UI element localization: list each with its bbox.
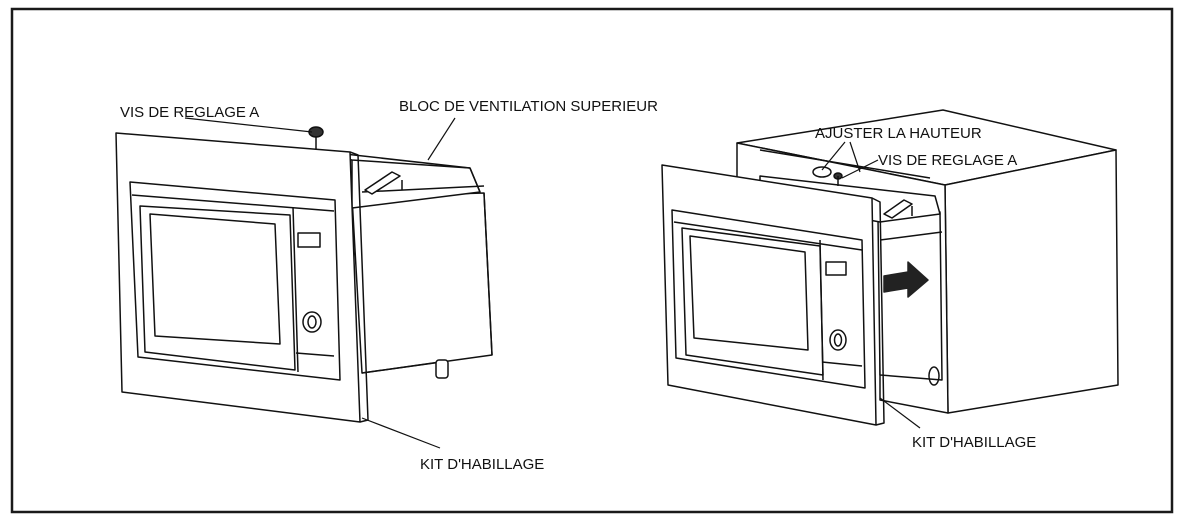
right-microwave-front [671, 209, 866, 389]
left-label-kit: KIT D'HABILLAGE [420, 456, 544, 473]
leader-screw-right [841, 159, 879, 179]
leader-kit-left [361, 417, 441, 449]
left-label-vent: BLOC DE VENTILATION SUPERIEUR [399, 98, 658, 115]
leader-kit-right [879, 397, 921, 429]
right-adjusting-screw [812, 166, 843, 186]
push-arrow-icon [883, 261, 929, 298]
right-label-height: AJUSTER LA HAUTEUR [815, 125, 982, 142]
left-leader-lines [184, 117, 456, 449]
right-leader-lines [821, 141, 921, 429]
right-oven-body [877, 211, 943, 386]
left-illustration [115, 126, 493, 423]
right-label-screw: VIS DE REGLAGE A [878, 152, 1017, 169]
diagram-frame [10, 7, 1174, 514]
left-oven-body [351, 192, 493, 374]
left-label-screw: VIS DE REGLAGE A [120, 104, 259, 121]
right-illustration [661, 109, 1119, 426]
right-label-kit: KIT D'HABILLAGE [912, 434, 1036, 451]
leader-vent-left [427, 117, 456, 161]
left-oven-foot [435, 359, 449, 379]
leader-height-b [849, 141, 861, 173]
leader-height-a [821, 141, 846, 171]
left-microwave-front [129, 181, 341, 381]
leader-screw-left [184, 117, 313, 133]
